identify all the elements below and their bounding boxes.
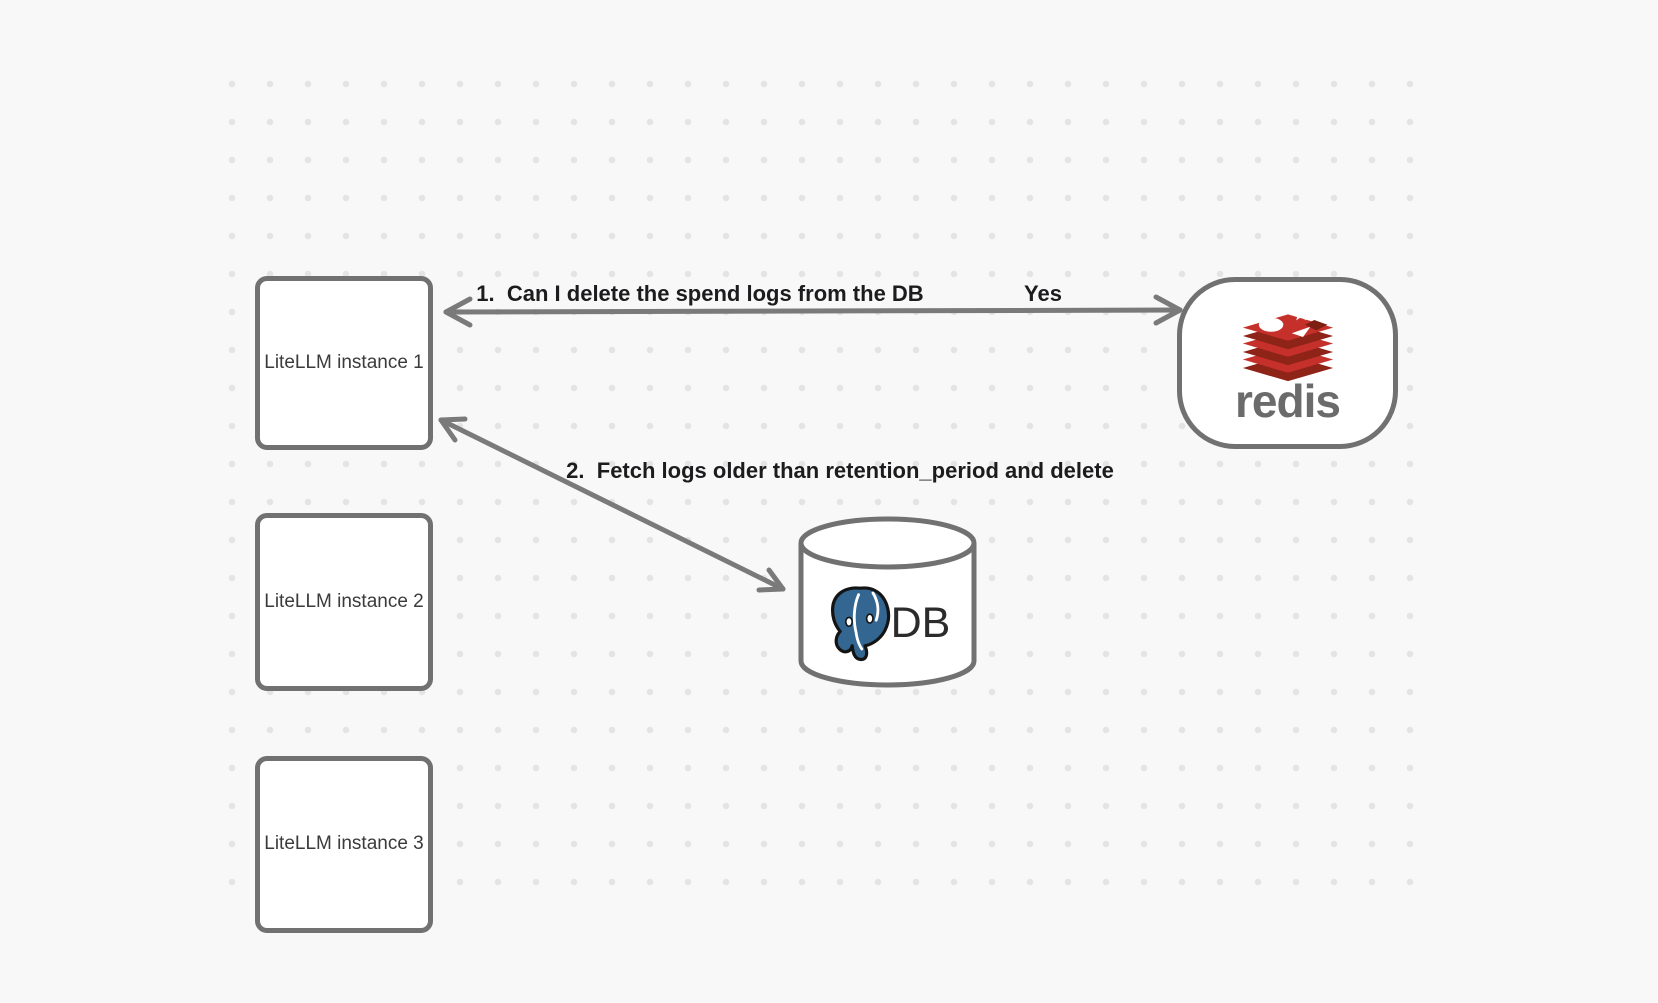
connector-db-fetch-arrow[interactable] bbox=[438, 416, 786, 593]
redis-stack-logo-icon bbox=[1242, 304, 1333, 381]
connector-1-response-label: Yes bbox=[1024, 281, 1062, 306]
arrowhead-left-icon bbox=[443, 296, 473, 328]
postgresql-elephant-icon bbox=[830, 586, 890, 662]
database-node[interactable]: DB bbox=[796, 515, 979, 691]
redis-wordmark-label: redis bbox=[1235, 374, 1341, 427]
litellm-instance-1-label: LiteLLM instance 1 bbox=[264, 351, 424, 373]
arrowhead-right-icon bbox=[1153, 294, 1183, 326]
arrowhead-lower-icon bbox=[756, 567, 786, 593]
arrow-line bbox=[438, 417, 786, 592]
arrowhead-upper-icon bbox=[438, 416, 468, 443]
arrow-line bbox=[443, 307, 1183, 315]
litellm-instance-3-label: LiteLLM instance 3 bbox=[264, 833, 424, 855]
litellm-instance-3-node[interactable]: LiteLLM instance 3 bbox=[255, 756, 433, 933]
connector-2-label: 2. Fetch logs older than retention_perio… bbox=[566, 458, 1114, 483]
redis-node[interactable]: redis bbox=[1177, 277, 1398, 449]
connector-1-label: 1. Can I delete the spend logs from the … bbox=[476, 281, 924, 306]
database-content: DB bbox=[796, 573, 979, 673]
litellm-instance-2-label: LiteLLM instance 2 bbox=[264, 590, 424, 612]
connector-redis-query-arrow[interactable] bbox=[443, 294, 1183, 328]
database-label: DB bbox=[890, 598, 951, 647]
litellm-instance-2-node[interactable]: LiteLLM instance 2 bbox=[255, 513, 433, 691]
litellm-instance-1-node[interactable]: LiteLLM instance 1 bbox=[255, 276, 433, 450]
